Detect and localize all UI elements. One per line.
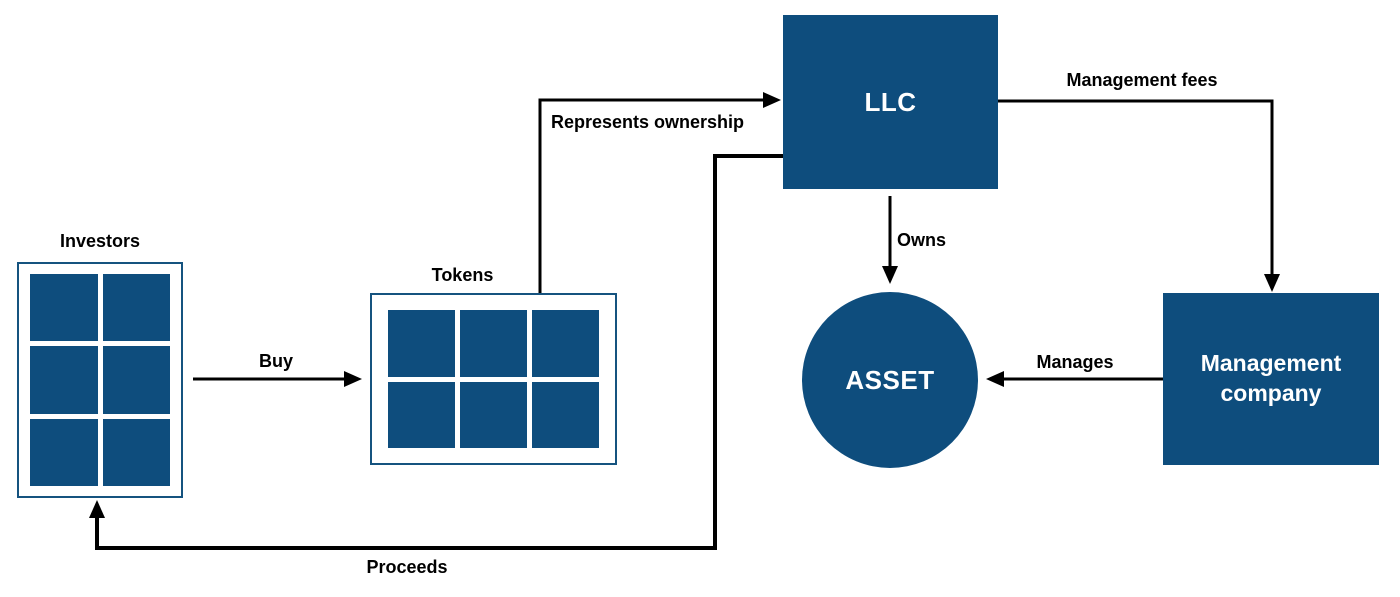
llc-node-label: LLC	[864, 86, 917, 117]
investors-node	[17, 262, 183, 498]
investor-cell	[30, 418, 98, 486]
edge-owns-arrow	[882, 196, 898, 284]
asset-node-label: ASSET	[845, 364, 935, 395]
token-cell	[532, 381, 599, 448]
investor-cell	[102, 418, 170, 486]
token-cell	[388, 310, 455, 377]
edge-represents-ownership-arrow	[538, 92, 781, 293]
investor-cell	[102, 274, 170, 342]
edge-proceeds-arrow	[89, 154, 783, 550]
token-cell	[460, 310, 527, 377]
proceeds-edge-label: Proceeds	[366, 557, 448, 577]
edge-buy-arrow	[193, 371, 362, 387]
buy-edge-label: Buy	[258, 351, 293, 371]
investor-cell	[30, 346, 98, 414]
tokens-node	[370, 293, 617, 465]
investor-cell	[102, 346, 170, 414]
represents-ownership-edge-label: Represents ownership	[551, 112, 745, 132]
owns-edge-label: Owns	[897, 230, 947, 250]
token-cell	[388, 381, 455, 448]
llc-node: LLC	[783, 15, 998, 189]
token-cell	[532, 310, 599, 377]
management-company-node-label: Management company	[1200, 350, 1342, 406]
asset-node: ASSET	[802, 292, 978, 468]
management-fees-edge-label: Management fees	[1066, 70, 1218, 90]
tokens-label: Tokens	[431, 265, 494, 285]
investor-cell	[30, 274, 98, 342]
manages-edge-label: Manages	[1036, 352, 1114, 372]
management-company-node: Management company	[1163, 293, 1379, 465]
token-cell	[460, 381, 527, 448]
edge-manages-arrow	[986, 371, 1163, 387]
edge-management-fees-arrow	[998, 99, 1280, 292]
investors-label: Investors	[59, 231, 141, 251]
